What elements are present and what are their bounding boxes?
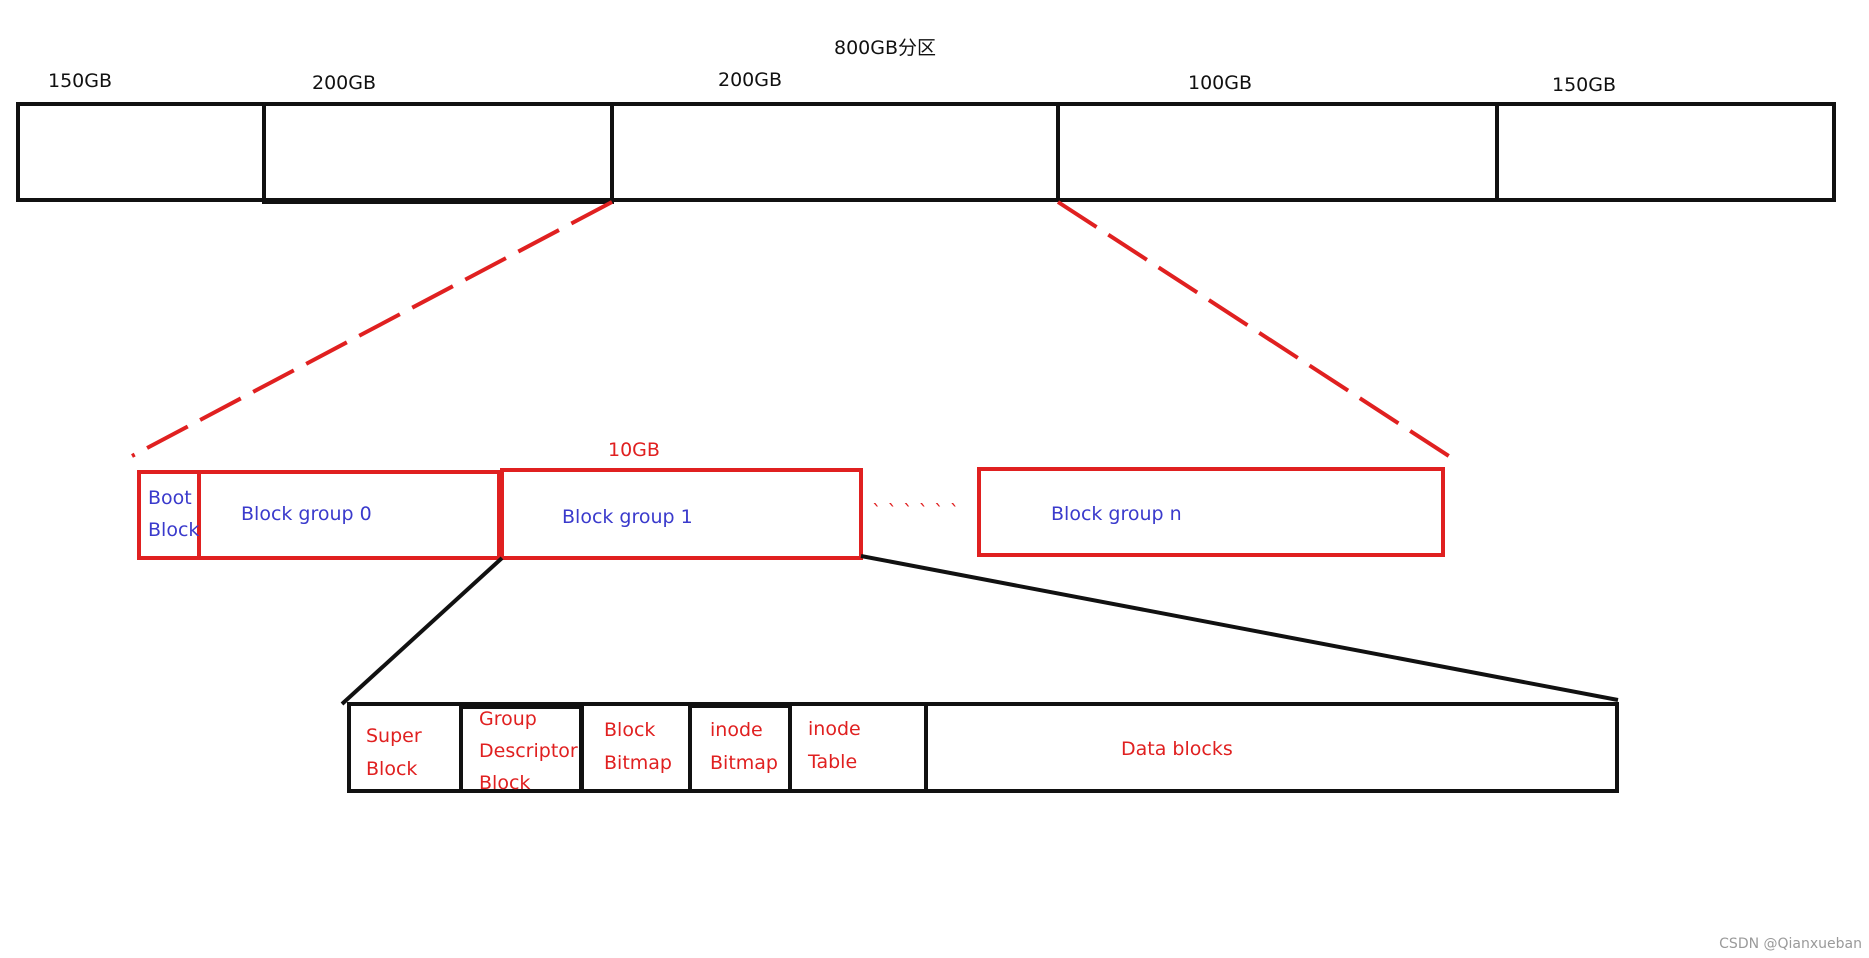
inode-bitmap-label-line2: Bitmap xyxy=(710,752,778,774)
group-detail-row xyxy=(347,702,1619,793)
zoom-line-right xyxy=(1056,200,1460,464)
partition-size-1: 150GB xyxy=(48,70,112,92)
super-block-label-line2: Block xyxy=(366,758,417,780)
zoom-line-left xyxy=(131,200,613,458)
block-groups-row xyxy=(137,467,1445,560)
inode-bitmap-label-line1: inode xyxy=(710,719,763,741)
watermark: CSDN @Qianxueban xyxy=(1719,936,1862,952)
block-bitmap-label-line2: Bitmap xyxy=(604,752,672,774)
boot-block-box xyxy=(137,470,201,560)
data-blocks-label: Data blocks xyxy=(1121,738,1233,760)
block-group-0-box xyxy=(197,470,501,560)
block-group-0-label: Block group 0 xyxy=(241,503,372,525)
boot-block-label-line1: Boot xyxy=(148,487,192,509)
block-group-ellipsis: ` ` ` ` ` ` xyxy=(872,501,959,523)
block-bitmap-label-line1: Block xyxy=(604,719,655,741)
partition-size-2: 200GB xyxy=(312,72,376,94)
group-descriptor-label-line3: Block xyxy=(479,772,530,794)
partition-segment-2 xyxy=(262,102,614,204)
boot-block-label-line2: Block xyxy=(148,519,199,541)
partition-size-3: 200GB xyxy=(718,69,782,91)
super-block-label-line1: Super xyxy=(366,725,422,747)
block-group-n-label: Block group n xyxy=(1051,503,1182,525)
group-descriptor-label-line1: Group xyxy=(479,708,537,730)
block-group-1-label: Block group 1 xyxy=(562,506,693,528)
partition-bar xyxy=(16,102,1836,204)
partition-size-5: 150GB xyxy=(1552,74,1616,96)
block-group-n-box xyxy=(977,467,1445,557)
partition-title: 800GB分区 xyxy=(834,37,936,59)
detail-zoom-line-right xyxy=(860,554,1619,702)
group-detail-outline xyxy=(347,702,1619,793)
inode-table-label-line2: Table xyxy=(807,751,857,773)
block-group-size-label: 10GB xyxy=(608,439,660,461)
partition-size-4: 100GB xyxy=(1188,72,1252,94)
inode-table-label-line1: inode xyxy=(808,718,861,740)
partition-outline xyxy=(16,102,1836,202)
block-group-1-box xyxy=(500,468,863,560)
group-descriptor-label-line2: Descriptor xyxy=(479,740,578,762)
detail-zoom-line-left xyxy=(340,556,504,706)
